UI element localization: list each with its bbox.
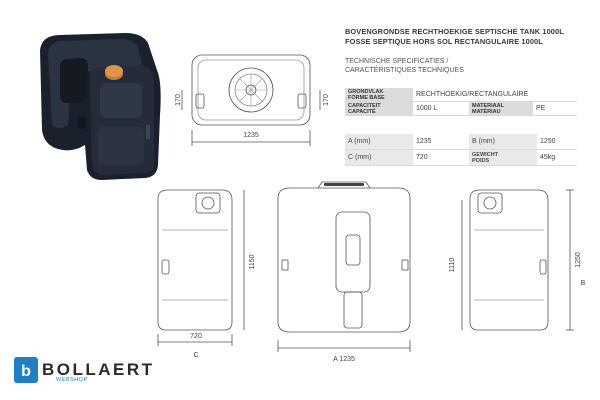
- side-height-label: 1150: [249, 254, 256, 269]
- weight-value: 45kg: [537, 149, 577, 166]
- c-label: C (mm): [345, 149, 413, 166]
- right-view: [461, 189, 574, 331]
- top-right-height-label: 170: [323, 94, 330, 106]
- b-value: 1250: [537, 134, 577, 150]
- c-value: 720: [413, 149, 469, 166]
- subtitle-nl: TECHNISCHE SPECIFICATIES /: [345, 58, 449, 65]
- dim-row-1: A (mm) 1235 B (mm) 1250: [345, 134, 577, 150]
- side-width-label: 720: [190, 333, 202, 340]
- subtitle-fr: CARACTÉRISTIQUES TECHNIQUES: [345, 67, 464, 74]
- right-total-label: 1250: [575, 252, 582, 268]
- right-letter-label: B: [581, 280, 586, 287]
- title-fr: FOSSE SEPTIQUE HORS SOL RECTANGULAIRE 10…: [345, 37, 543, 46]
- title-nl: BOVENGRONDSE RECHTHOEKIGE SEPTISCHE TANK…: [345, 27, 564, 36]
- material-value: PE: [533, 101, 577, 116]
- side-letter-label: C: [193, 352, 198, 359]
- title-block: BOVENGRONDSE RECHTHOEKIGE SEPTISCHE TANK…: [345, 27, 595, 75]
- top-width-label: 1235: [243, 132, 259, 139]
- a-value: 1235: [413, 134, 469, 150]
- dimension-table: A (mm) 1235 B (mm) 1250 C (mm) 720 GEWIC…: [345, 134, 577, 166]
- front-view: [277, 181, 411, 352]
- logo-letter: b: [21, 363, 31, 380]
- capacity-value: 1000 L: [413, 101, 469, 116]
- tank-photo: [40, 33, 161, 180]
- top-left-height-label: 170: [175, 94, 182, 106]
- brand-sub: WEBSHOP: [56, 377, 88, 383]
- front-vent-pattern: [324, 183, 364, 186]
- side-view: [157, 189, 245, 346]
- brand-name: BOLLAERT: [42, 360, 155, 379]
- b-label: B (mm): [469, 134, 537, 150]
- right-height-label: 1110: [449, 258, 456, 273]
- a-label: A (mm): [345, 134, 413, 150]
- top-view: [181, 54, 321, 146]
- base-value: RECHTHOEKIG/RECTANGULAIRE: [413, 88, 577, 102]
- bollaert-logo-icon: b: [14, 357, 38, 383]
- front-width-label: A 1235: [333, 356, 355, 363]
